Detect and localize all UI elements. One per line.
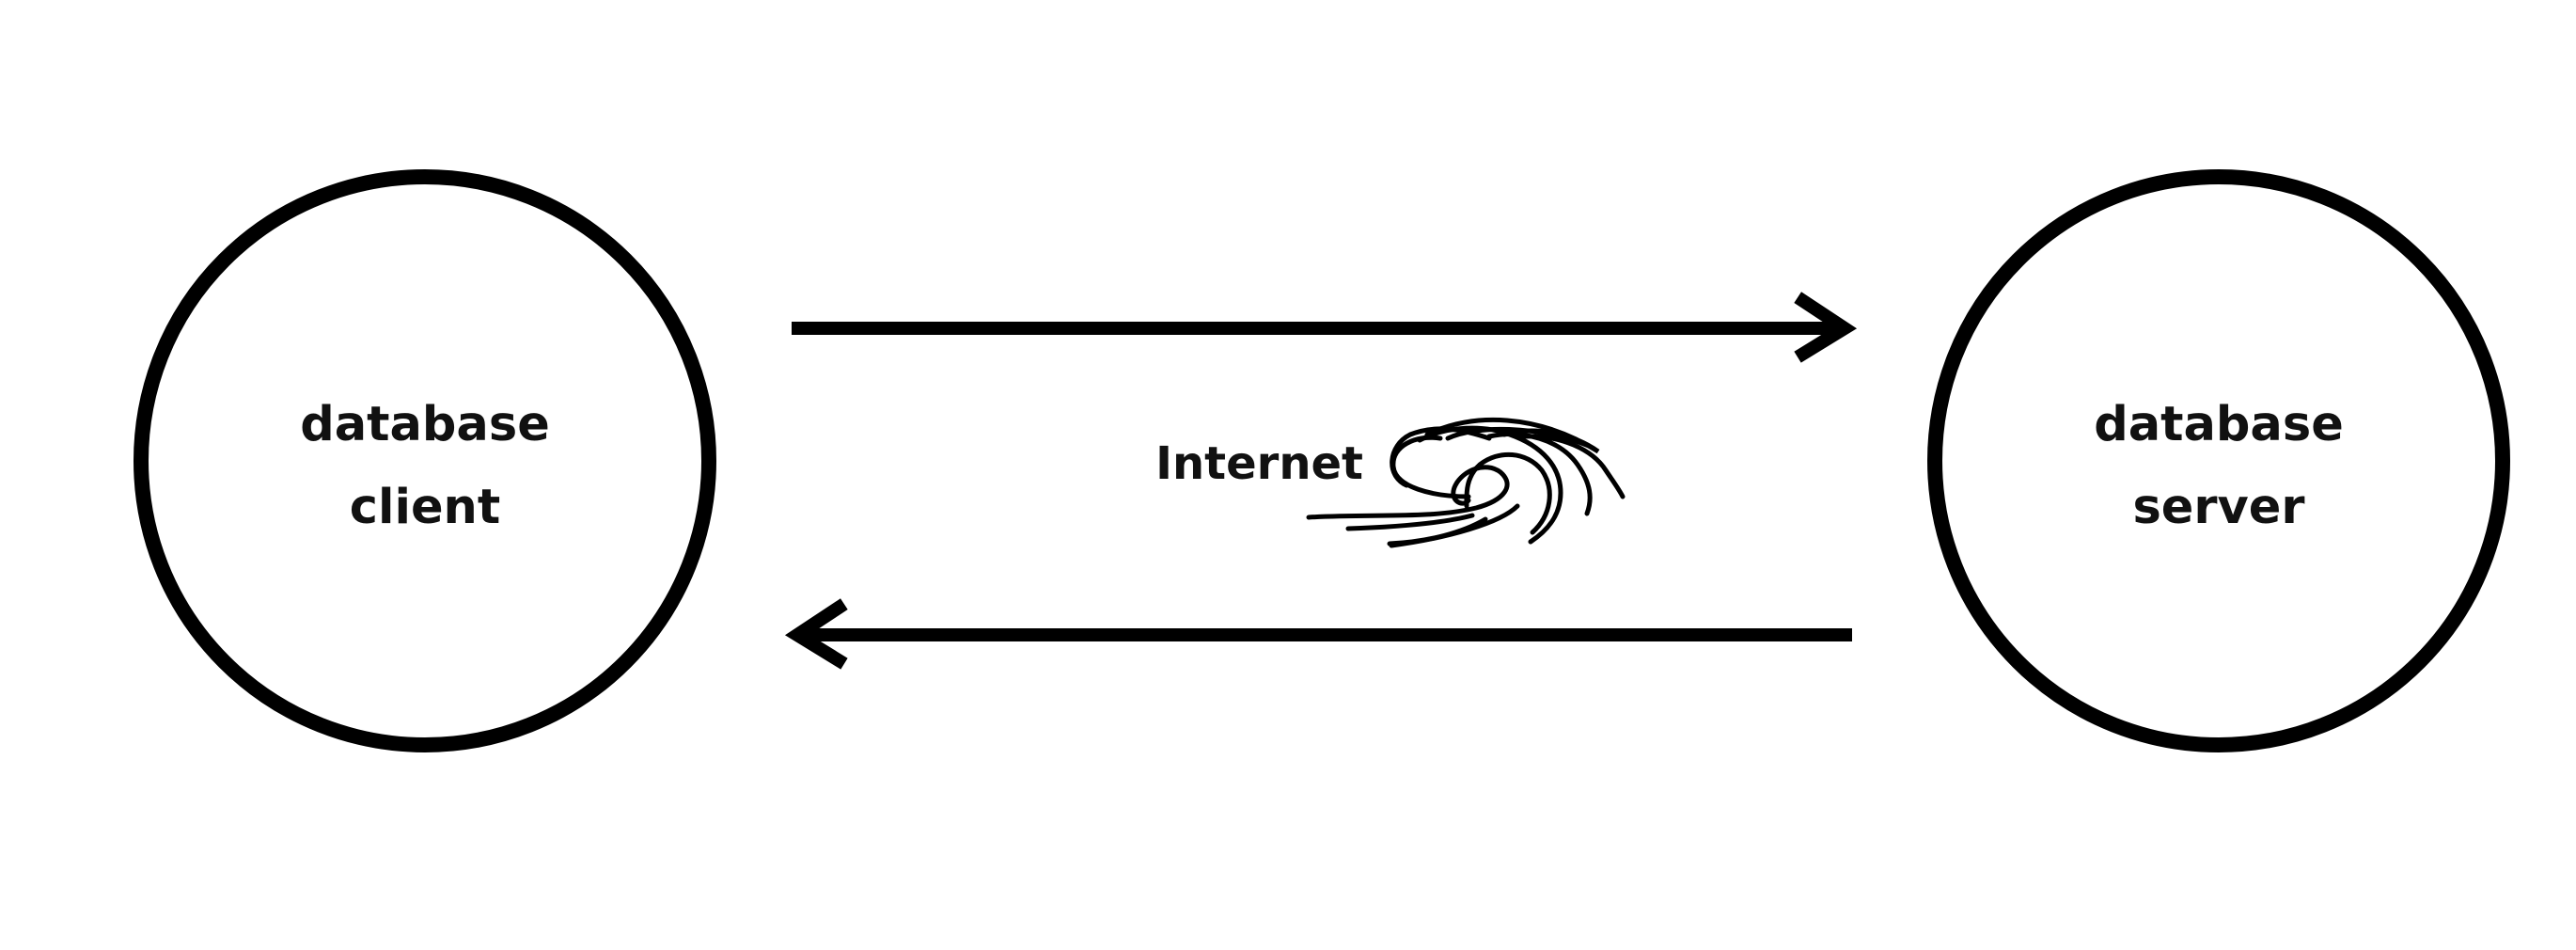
internet-label: Internet [1155, 437, 1363, 490]
client-node-label: database client [143, 384, 707, 549]
client-label-line-2: client [349, 480, 501, 535]
server-label-line-2: server [2132, 480, 2305, 535]
client-label-line-1: database [300, 397, 550, 452]
server-node-circle [1927, 169, 2510, 752]
server-node-label: database server [1937, 384, 2501, 549]
client-node-circle [134, 169, 716, 752]
wave-icon [1306, 417, 1626, 548]
request-arrow [792, 292, 1858, 363]
server-label-line-1: database [2094, 397, 2344, 452]
response-arrow [784, 598, 1852, 670]
